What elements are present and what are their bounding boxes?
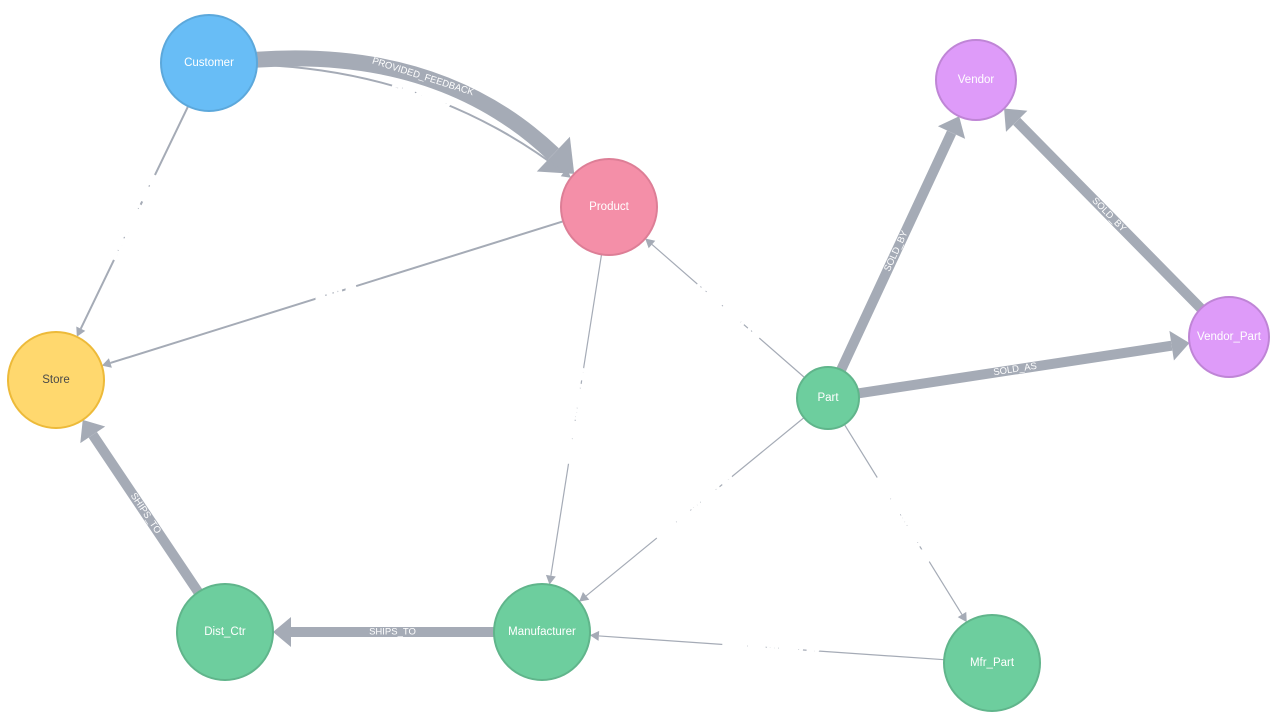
node-product[interactable]: Product bbox=[560, 158, 658, 256]
edge-sold-by[interactable]: SOLD_BY bbox=[1004, 108, 1205, 313]
edge-line bbox=[1013, 117, 1205, 313]
edge-label: SOLD_AS bbox=[993, 361, 1038, 378]
node-circle bbox=[943, 614, 1041, 712]
edge-label: PURCHASED_FROM bbox=[109, 173, 159, 262]
edge-line bbox=[550, 254, 603, 576]
edge-arrowhead bbox=[645, 238, 656, 249]
edge-line bbox=[836, 130, 957, 373]
node-label: Vendor bbox=[958, 74, 995, 86]
edges-layer: PROVIDED_FEEDBACKPURCHASEDPURCHASED_FROM… bbox=[76, 50, 1205, 661]
edge-line bbox=[256, 50, 559, 160]
node-label: Customer bbox=[184, 57, 234, 69]
edge-arrowhead bbox=[937, 116, 966, 139]
edge-line bbox=[79, 105, 190, 330]
node-mfr-part[interactable]: Mfr_Part bbox=[943, 614, 1041, 712]
edge-arrowhead bbox=[560, 168, 571, 178]
node-circle bbox=[560, 158, 658, 256]
node-circle bbox=[935, 39, 1017, 121]
edge-arrowhead bbox=[76, 326, 86, 337]
node-label: Dist_Ctr bbox=[204, 626, 246, 638]
edge-label: MANUFACTURED_AS bbox=[873, 475, 933, 563]
edge-arrowhead bbox=[1169, 330, 1190, 361]
edge-manufactured-as[interactable]: MANUFACTURED_AS bbox=[843, 424, 967, 623]
edge-sold-by[interactable]: SOLD_BY bbox=[836, 116, 966, 373]
edge-label: SOLD_BY bbox=[1090, 195, 1129, 234]
edge-manufactured-by[interactable]: MANUFACTURED_BY bbox=[545, 254, 603, 585]
node-label: Mfr_Part bbox=[970, 657, 1015, 669]
edge-line bbox=[843, 424, 963, 615]
edge-arrowhead bbox=[589, 630, 600, 641]
edge-arrowhead bbox=[1004, 108, 1028, 132]
edge-manufactured-by[interactable]: MANUFACTURED_BY bbox=[579, 417, 805, 602]
node-vendor-part[interactable]: Vendor_Part bbox=[1188, 296, 1270, 378]
node-label: Product bbox=[589, 201, 629, 213]
edge-label: SHIPS_TO bbox=[128, 491, 163, 536]
edge-line bbox=[585, 417, 805, 597]
edge-label: MANUFACTURED_BY bbox=[654, 471, 737, 541]
node-circle bbox=[160, 14, 258, 112]
node-circle bbox=[493, 583, 591, 681]
edge-line bbox=[651, 244, 806, 379]
edge-purchased-from[interactable]: PURCHASED_FROM bbox=[76, 105, 190, 337]
node-label: Vendor_Part bbox=[1197, 331, 1262, 343]
edge-component-of[interactable]: COMPONENT_OF bbox=[645, 238, 806, 379]
edge-arrowhead bbox=[579, 592, 590, 602]
edge-ships-to[interactable]: SHIPS_TO bbox=[80, 419, 203, 595]
edge-line bbox=[256, 63, 565, 174]
node-label: Part bbox=[817, 392, 839, 404]
edge-arrowhead bbox=[80, 419, 106, 444]
edge-label: COMPONENT_OF bbox=[694, 281, 762, 342]
edge-arrowhead bbox=[536, 136, 575, 174]
node-part[interactable]: Part bbox=[796, 366, 860, 430]
edge-manufactured-by[interactable]: MANUFACTURED_BY bbox=[589, 630, 945, 661]
edge-label: SHIPS_TO bbox=[369, 627, 416, 638]
edge-arrowhead bbox=[101, 358, 112, 368]
edge-line bbox=[598, 635, 945, 661]
node-dist-ctr[interactable]: Dist_Ctr bbox=[176, 583, 274, 681]
edge-sold-at[interactable]: SOLD_AT bbox=[101, 220, 564, 368]
edge-line bbox=[857, 340, 1173, 399]
node-store[interactable]: Store bbox=[7, 331, 105, 429]
edge-arrowhead bbox=[957, 611, 967, 623]
node-customer[interactable]: Customer bbox=[160, 14, 258, 112]
node-label: Store bbox=[42, 374, 70, 386]
edge-label: SOLD_AT bbox=[315, 280, 359, 303]
node-vendor[interactable]: Vendor bbox=[935, 39, 1017, 121]
edge-line bbox=[88, 432, 203, 595]
node-circle bbox=[796, 366, 860, 430]
node-circle bbox=[1188, 296, 1270, 378]
edge-label: MANUFACTURED_BY bbox=[723, 639, 821, 657]
node-manufacturer[interactable]: Manufacturer bbox=[493, 583, 591, 681]
edge-label: SOLD_BY bbox=[882, 228, 911, 273]
node-circle bbox=[7, 331, 105, 429]
edge-label: MANUFACTURED_BY bbox=[563, 366, 589, 464]
node-label: Manufacturer bbox=[508, 626, 576, 638]
edge-ships-to[interactable]: SHIPS_TO bbox=[273, 617, 494, 647]
edge-arrowhead bbox=[273, 617, 291, 647]
edge-line bbox=[110, 220, 564, 364]
node-circle bbox=[176, 583, 274, 681]
edge-sold-as[interactable]: SOLD_AS bbox=[857, 330, 1190, 399]
edge-provided-feedback[interactable]: PROVIDED_FEEDBACK bbox=[256, 50, 575, 174]
edge-arrowhead bbox=[545, 574, 556, 585]
